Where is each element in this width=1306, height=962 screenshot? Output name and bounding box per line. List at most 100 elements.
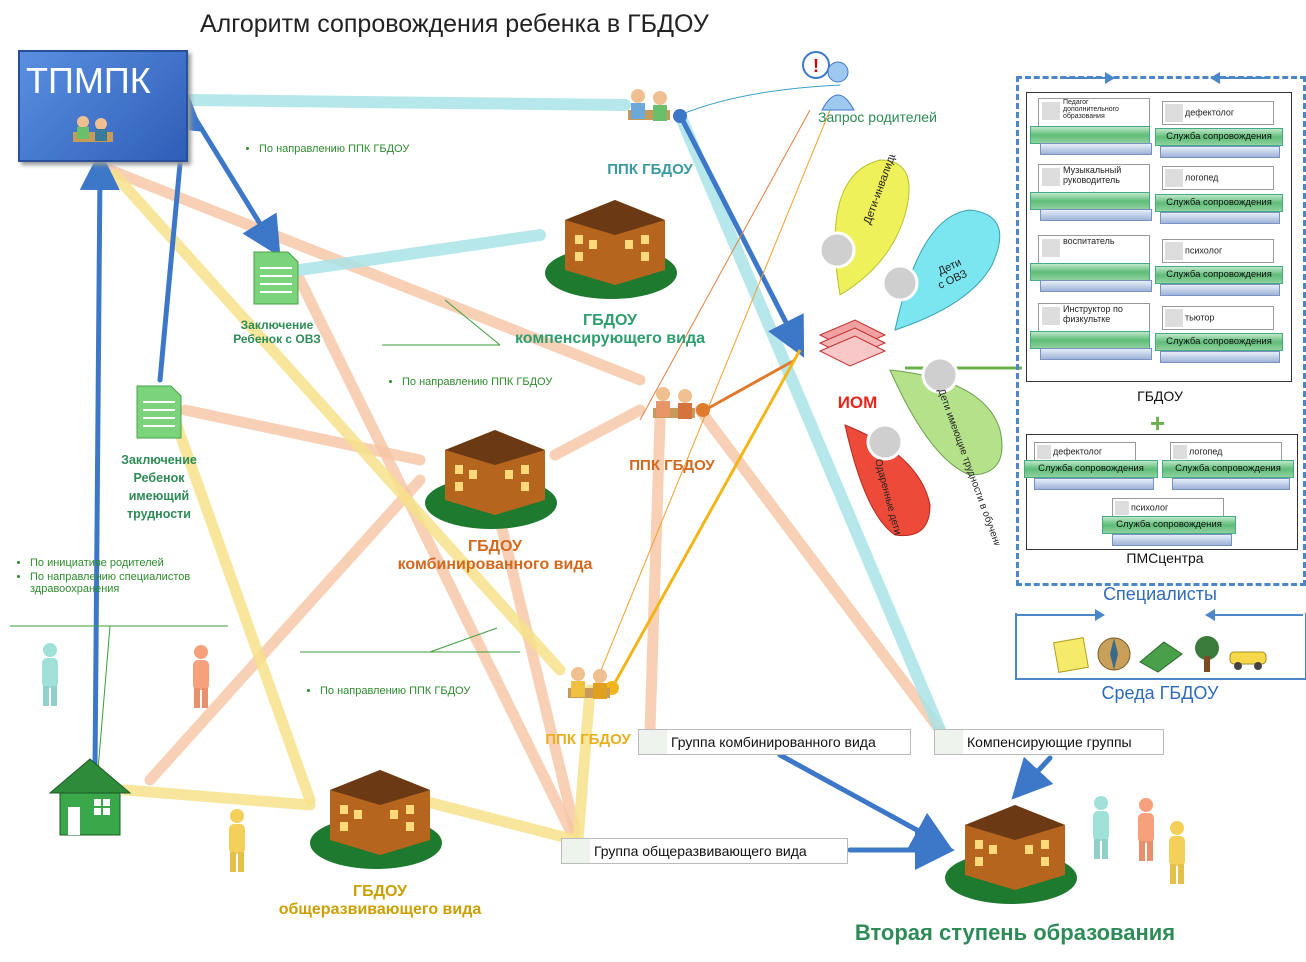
gbdou-comb-caption: ГБДОУ комбинированного вида [380, 538, 610, 574]
note-3-text: По направлению ППК ГБДОУ [320, 685, 470, 697]
group-compensating-label: Компенсирующие группы [967, 734, 1132, 750]
pms-specialist-3[interactable]: психолог [1112, 498, 1224, 518]
specialist-left-3[interactable]: воспитатель [1038, 235, 1150, 265]
ppk-low-label: ППК ГБДОУ [545, 731, 631, 748]
pms-shadow-1 [1034, 478, 1154, 490]
note-3: По направлению ППК ГБДОУ [306, 685, 470, 699]
specialist-left-1-label: Педагог дополнительного образования [1063, 99, 1119, 120]
second-stage-label: Вторая ступень образования [854, 920, 1176, 945]
parent-question-icon[interactable]: ! [798, 50, 860, 112]
document-icon-1[interactable] [252, 250, 300, 306]
specialists-title: Специалисты [1103, 584, 1217, 604]
doc2-caption: Заключение Ребенок имеющий трудности [104, 451, 214, 523]
building-icon-comb[interactable] [425, 415, 560, 530]
person-icon [1165, 242, 1183, 260]
gold-arrow [610, 349, 802, 689]
child-figure-icon-2 [193, 645, 209, 708]
meeting-icon [73, 116, 113, 142]
group-combined[interactable]: Группа комбинированного вида [638, 729, 911, 755]
ppk-mid-dot [696, 403, 710, 417]
person-icon [1042, 239, 1060, 257]
document-icon-2[interactable] [135, 384, 183, 440]
person-icon [1165, 169, 1183, 187]
pms-service-bar-1: Служба сопровождения [1024, 460, 1158, 478]
pms-service-bar-3: Служба сопровождения [1102, 516, 1236, 534]
doc1-line1: Заключение [240, 318, 314, 332]
person-icon [1165, 309, 1183, 327]
group-general-label: Группа общеразвивающего вида [594, 843, 807, 859]
specialist-right-3-label: психолог [1185, 245, 1223, 256]
page-title: Алгоритм сопровождения ребенка в ГБДОУ [200, 10, 709, 38]
service-shadow-right-1 [1160, 146, 1280, 158]
specialist-right-4[interactable]: тьютор [1162, 306, 1274, 330]
pms-specialist-1-label: дефектолог [1053, 446, 1103, 457]
specialist-left-2[interactable]: Музыкальный руководитель [1038, 164, 1150, 194]
ppk-top-label: ППК ГБДОУ [607, 161, 693, 178]
building-icon-gen[interactable] [310, 755, 445, 870]
specialist-right-3[interactable]: психолог [1162, 239, 1274, 263]
home-icon[interactable] [48, 755, 132, 837]
specialist-right-1[interactable]: дефектолог [1162, 101, 1274, 125]
building-icon-school[interactable] [945, 790, 1080, 905]
home-note-2: По направлению специалистов здравоохране… [30, 571, 216, 595]
person-icon [1173, 445, 1187, 459]
child-figure-icon-4 [1093, 796, 1109, 859]
doc1-line2: Ребенок с ОВЗ [233, 332, 321, 346]
doc2-line4: трудности [127, 507, 191, 521]
service-bar-left-3 [1030, 263, 1150, 281]
tpmpk-box[interactable]: ТПМПК [18, 50, 188, 162]
person-icon [1165, 104, 1183, 122]
ppk-top-icon[interactable] [620, 82, 678, 138]
doc2-line3: имеющий [128, 489, 190, 503]
person-icon [1042, 307, 1060, 325]
specialist-right-2[interactable]: логопед [1162, 166, 1274, 190]
orange-arrow [704, 358, 796, 412]
gbdou-specialists-label: ГБДОУ [1137, 388, 1183, 404]
bubble-disabled [834, 159, 910, 296]
group-general[interactable]: Группа общеразвивающего вида [561, 838, 848, 864]
service-bar-left-1 [1030, 126, 1150, 144]
pms-shadow-2 [1172, 478, 1290, 490]
bubble-difficulties [889, 369, 1003, 476]
person-icon [1042, 168, 1060, 186]
doc1-caption: Заключение Ребенок с ОВЗ [222, 318, 332, 346]
note-1: По направлению ППК ГБДОУ [245, 143, 409, 157]
pms-service-bar-2: Служба сопровождения [1162, 460, 1294, 478]
pms-label: ПМСцентра [1126, 550, 1204, 566]
building-icon-comp[interactable] [545, 185, 677, 300]
pms-specialist-2[interactable]: логопед [1170, 442, 1282, 462]
blue-arrows [79, 90, 1054, 870]
gbdou-comb-line1: ГБДОУ [468, 538, 522, 555]
service-shadow-right-4 [1160, 351, 1280, 363]
specialist-right-2-label: логопед [1185, 172, 1219, 183]
iom-papers-icon[interactable] [815, 315, 890, 370]
doc2-line1: Заключение [121, 453, 197, 467]
plus-icon: + [1150, 408, 1166, 438]
group-compensating[interactable]: Компенсирующие группы [934, 729, 1164, 755]
service-bar-left-4 [1030, 331, 1150, 349]
service-shadow-right-2 [1160, 212, 1280, 224]
gbdou-gen-line1: ГБДОУ [353, 883, 407, 900]
iom-label: ИОМ [837, 393, 878, 412]
specialist-left-4[interactable]: Инструктор по физкультке [1038, 303, 1150, 333]
person-icon [1042, 102, 1060, 120]
specialist-left-1[interactable]: Педагог дополнительного образования [1038, 98, 1150, 128]
person-icon [1115, 501, 1129, 515]
yellow-arrows [109, 169, 596, 846]
home-note-1: По инициативе родителей [30, 557, 216, 569]
teal-arrows [184, 94, 946, 736]
parents-request-label: Запрос родителей [818, 109, 937, 125]
service-shadow-left-4 [1040, 348, 1152, 360]
ppk-mid-icon[interactable] [645, 380, 703, 436]
environment-arrows [1015, 609, 1303, 621]
note-2: По направлению ППК ГБДОУ [388, 376, 552, 390]
ppk-low-icon[interactable] [560, 660, 618, 716]
specialist-left-3-label: воспитатель [1063, 236, 1115, 246]
child-avatar-icons [818, 231, 959, 461]
pms-specialist-1[interactable]: дефектолог [1034, 442, 1136, 462]
gbdou-gen-caption: ГБДОУ общеразвивающего вида [260, 883, 500, 919]
person-icon [1037, 445, 1051, 459]
gbdou-comp-line1: ГБДОУ [583, 312, 637, 329]
environment-title: Среда ГБДОУ [1101, 683, 1219, 703]
